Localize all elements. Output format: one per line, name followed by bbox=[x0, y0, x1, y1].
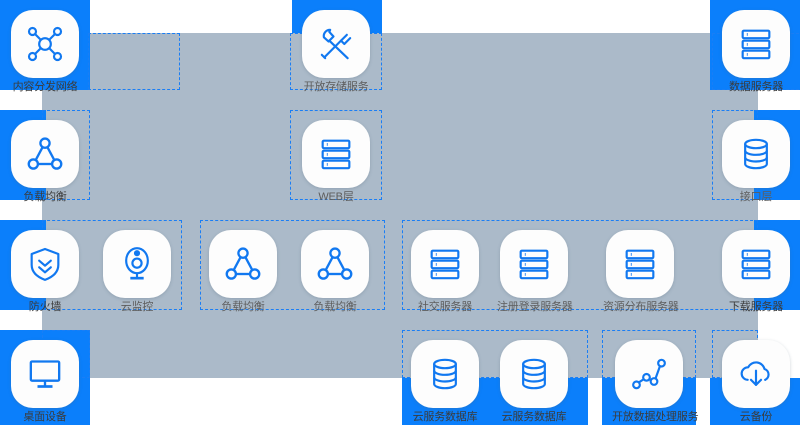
server-rack-icon bbox=[316, 134, 356, 174]
node-label: 开放存储服务 bbox=[303, 81, 369, 93]
node-card[interactable] bbox=[500, 340, 568, 408]
node-card[interactable] bbox=[301, 230, 369, 298]
node-resource-server[interactable]: 资源分布服务器 bbox=[603, 230, 679, 314]
node-cloud-db-2[interactable]: 云服务数据库 bbox=[497, 340, 571, 424]
node-card[interactable] bbox=[411, 230, 479, 298]
node-oss[interactable]: 开放存储服务 bbox=[299, 10, 373, 94]
node-slb-2[interactable]: 负载均衡 bbox=[298, 230, 372, 314]
node-label: 资源分布服务器 bbox=[603, 301, 679, 313]
load-balancer-icon bbox=[25, 134, 65, 174]
node-label: 接口层 bbox=[739, 191, 773, 203]
database-icon bbox=[736, 134, 776, 174]
monitor-icon bbox=[25, 354, 65, 394]
node-social-server[interactable]: 社交服务器 bbox=[408, 230, 482, 314]
node-card[interactable] bbox=[722, 10, 790, 78]
database-icon bbox=[514, 354, 554, 394]
tools-wrench-icon bbox=[316, 24, 356, 64]
node-slb-1[interactable]: 负载均衡 bbox=[206, 230, 280, 314]
node-card[interactable] bbox=[606, 230, 674, 298]
node-download-server[interactable]: 下载服务器 bbox=[719, 230, 793, 314]
node-card[interactable] bbox=[209, 230, 277, 298]
node-odps[interactable]: 开放数据处理服务 bbox=[612, 340, 699, 424]
load-balancer-icon bbox=[315, 244, 355, 284]
node-desktop-device[interactable]: 桌面设备 bbox=[8, 340, 82, 424]
node-label: 防火墙 bbox=[28, 301, 62, 313]
node-cloud-db-1[interactable]: 云服务数据库 bbox=[408, 340, 482, 424]
node-label: 数据服务器 bbox=[729, 81, 783, 93]
node-card[interactable] bbox=[722, 340, 790, 408]
node-label: 下载服务器 bbox=[729, 301, 783, 313]
node-data-server[interactable]: 数据服务器 bbox=[719, 10, 793, 94]
node-card[interactable] bbox=[302, 10, 370, 78]
server-rack-icon bbox=[514, 244, 554, 284]
server-rack-icon bbox=[736, 244, 776, 284]
node-label: WEB层 bbox=[318, 191, 354, 203]
node-label: 负载均衡 bbox=[313, 301, 357, 313]
node-interface-layer[interactable]: 接口层 bbox=[719, 120, 793, 204]
node-card[interactable] bbox=[500, 230, 568, 298]
node-label: 云服务数据库 bbox=[412, 411, 478, 423]
group-box-databases bbox=[402, 330, 588, 378]
node-cloud-monitor[interactable]: 云监控 bbox=[100, 230, 174, 314]
node-label: 内容分发网络 bbox=[12, 81, 78, 93]
node-label: 云监控 bbox=[120, 301, 154, 313]
node-cdn[interactable]: 内容分发网络 bbox=[8, 10, 82, 94]
group-box-cdn bbox=[88, 33, 180, 90]
node-label: 云服务数据库 bbox=[501, 411, 567, 423]
server-rack-icon bbox=[425, 244, 465, 284]
node-label: 社交服务器 bbox=[418, 301, 472, 313]
node-card[interactable] bbox=[11, 120, 79, 188]
node-firewall[interactable]: 防火墙 bbox=[8, 230, 82, 314]
node-card[interactable] bbox=[722, 230, 790, 298]
group-box-load-balancers bbox=[200, 220, 385, 310]
node-slb-top[interactable]: 负载均衡 bbox=[8, 120, 82, 204]
cdn-network-icon bbox=[25, 24, 65, 64]
node-label: 注册登录服务器 bbox=[497, 301, 573, 313]
cloud-monitor-icon bbox=[117, 244, 157, 284]
shield-icon bbox=[25, 244, 65, 284]
server-rack-icon bbox=[736, 24, 776, 64]
cloud-download-icon bbox=[736, 354, 776, 394]
node-card[interactable] bbox=[11, 10, 79, 78]
server-rack-icon bbox=[620, 244, 660, 284]
node-label: 负载均衡 bbox=[23, 191, 67, 203]
group-box-web-layer bbox=[290, 110, 382, 200]
node-label: 负载均衡 bbox=[221, 301, 265, 313]
node-card[interactable] bbox=[722, 120, 790, 188]
node-card[interactable] bbox=[411, 340, 479, 408]
data-graph-icon bbox=[629, 354, 669, 394]
node-label: 开放数据处理服务 bbox=[612, 411, 699, 423]
node-label: 桌面设备 bbox=[23, 411, 67, 423]
node-card[interactable] bbox=[302, 120, 370, 188]
load-balancer-icon bbox=[223, 244, 263, 284]
node-card[interactable] bbox=[11, 340, 79, 408]
node-card[interactable] bbox=[103, 230, 171, 298]
node-label: 云备份 bbox=[739, 411, 773, 423]
node-web-layer[interactable]: WEB层 bbox=[299, 120, 373, 204]
node-cloud-backup[interactable]: 云备份 bbox=[719, 340, 793, 424]
backdrop-panel-main bbox=[42, 33, 758, 378]
node-card[interactable] bbox=[11, 230, 79, 298]
node-login-server[interactable]: 注册登录服务器 bbox=[497, 230, 573, 314]
node-card[interactable] bbox=[615, 340, 683, 408]
database-icon bbox=[425, 354, 465, 394]
